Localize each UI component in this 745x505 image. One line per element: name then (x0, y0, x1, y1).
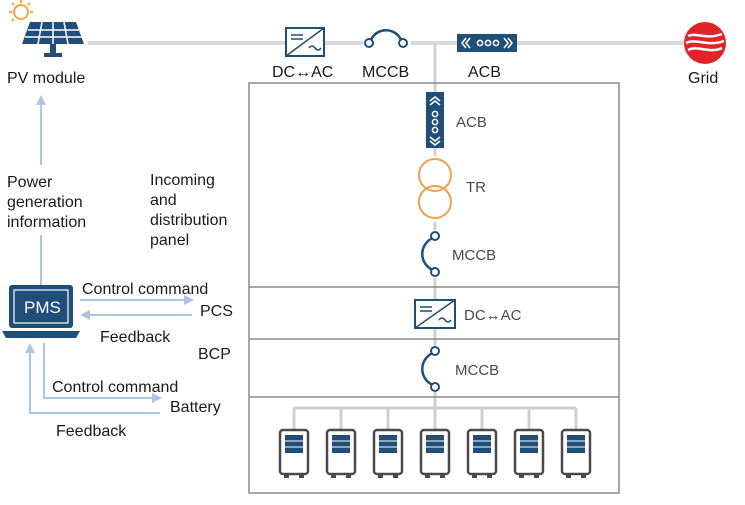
top-acb-icon (457, 34, 517, 52)
pcs-inverter-label: DC↔AC (464, 307, 522, 324)
battery-rack-icon (513, 408, 545, 478)
pms-laptop-icon (2, 285, 80, 338)
pv-module-label: PV module (7, 70, 85, 87)
main-frame (248, 82, 620, 494)
battery-rack-icon (278, 408, 310, 478)
feedback-pcs-label: Feedback (100, 329, 171, 346)
battery-rack-foot (299, 474, 304, 478)
top-inverter-icon (285, 27, 325, 57)
battery-rack-screen (285, 435, 303, 453)
feedback-battery-label: Feedback (56, 423, 127, 440)
transformer-icon (416, 156, 454, 222)
feedback-battery-arrow (25, 343, 160, 414)
incoming-line-1: Incoming (150, 172, 215, 189)
power-info-line-3: information (7, 214, 86, 231)
pcs-inverter-icon (414, 299, 456, 329)
panel-acb-label: ACB (456, 114, 487, 131)
battery-rack-foot (519, 474, 524, 478)
power-info-line-1: Power (7, 174, 53, 191)
battery-rack-icon (419, 408, 451, 478)
battery-rack-foot (472, 474, 477, 478)
battery-rack-icon (372, 408, 404, 478)
bcp-mccb-label: MCCB (455, 362, 499, 379)
battery-rack-screen (567, 435, 585, 453)
battery-rack-foot (378, 474, 383, 478)
battery-rack-screen (473, 435, 491, 453)
panel-mccb-icon (418, 230, 444, 278)
grid-label: Grid (688, 70, 718, 87)
pms-label: PMS (24, 298, 61, 317)
battery-label: Battery (170, 399, 221, 416)
battery-rack-foot (284, 474, 289, 478)
top-mccb-label: MCCB (362, 64, 409, 81)
battery-rack-foot (566, 474, 571, 478)
transformer-label: TR (466, 179, 486, 196)
battery-rack-foot (487, 474, 492, 478)
grid-icon (684, 22, 726, 64)
top-acb-label: ACB (468, 64, 501, 81)
panel-acb-icon (426, 92, 444, 148)
incoming-line-3: distribution (150, 212, 227, 229)
battery-rack-screen (520, 435, 538, 453)
battery-rack-screen (332, 435, 350, 453)
incoming-line-4: panel (150, 232, 189, 249)
panel-mccb-label: MCCB (452, 247, 496, 264)
battery-rack-foot (581, 474, 586, 478)
battery-rack-foot (440, 474, 445, 478)
battery-rack-icon (466, 408, 498, 478)
battery-rack-icon (325, 408, 357, 478)
pcs-label: PCS (200, 303, 233, 320)
battery-rack-foot (534, 474, 539, 478)
battery-rack-icon (560, 408, 592, 478)
battery-rack-foot (425, 474, 430, 478)
control-command-pcs-label: Control command (82, 281, 208, 298)
control-command-battery-label: Control command (52, 379, 178, 396)
battery-rack-foot (331, 474, 336, 478)
incoming-line-2: and (150, 192, 177, 209)
pv-module-icon (9, 0, 84, 57)
battery-rack-foot (346, 474, 351, 478)
control-command-battery-arrow (43, 343, 162, 403)
battery-racks (278, 406, 592, 478)
bcp-label: BCP (198, 346, 231, 363)
battery-rack-screen (426, 435, 444, 453)
battery-rack-foot (393, 474, 398, 478)
top-inverter-label: DC↔AC (272, 64, 333, 81)
battery-rack-screen (379, 435, 397, 453)
power-info-line-2: generation (7, 194, 83, 211)
bcp-mccb-icon (418, 346, 444, 392)
top-mccb-icon (363, 29, 411, 48)
